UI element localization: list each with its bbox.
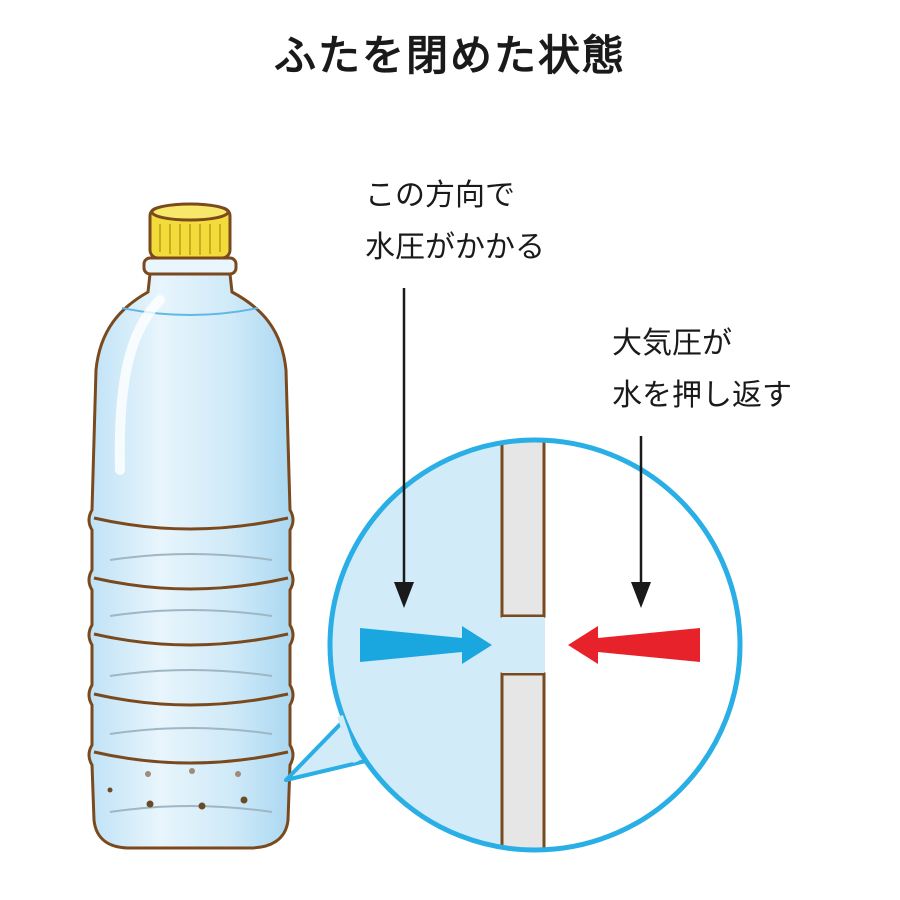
page-title: ふたを閉めた状態 bbox=[273, 31, 626, 80]
air-pressure-label-line-1: 大気圧が bbox=[612, 326, 732, 361]
bottle-ribs bbox=[93, 516, 289, 765]
bottle-neck-ring bbox=[142, 256, 238, 276]
water-pressure-label-line-2: 水圧がかかる bbox=[365, 230, 545, 265]
water-pressure-label-line-1: この方向で bbox=[365, 178, 515, 213]
magnifier-ring bbox=[327, 437, 743, 853]
bottle-wall-lower bbox=[500, 672, 546, 850]
bottle-cap bbox=[148, 202, 232, 260]
water-pressure-arrow bbox=[360, 626, 492, 664]
pet-bottle bbox=[87, 202, 295, 850]
bottle-wall-upper bbox=[500, 440, 546, 618]
water-label-pointer-arrow bbox=[394, 288, 414, 608]
bottle-water-line bbox=[121, 307, 259, 316]
air-label-pointer-arrow bbox=[631, 436, 651, 608]
bottle-rib-shadows bbox=[109, 553, 273, 813]
bottle-holes bbox=[107, 768, 248, 810]
bottle-highlight bbox=[114, 295, 165, 475]
air-pressure-label-line-2: 水を押し返す bbox=[612, 378, 792, 413]
wall-hole bbox=[502, 617, 544, 673]
bottle-body bbox=[87, 272, 295, 850]
water-pressure-label: この方向で 水圧がかかる bbox=[365, 170, 545, 274]
air-pressure-arrow bbox=[568, 626, 700, 664]
air-pressure-label: 大気圧が 水を押し返す bbox=[612, 318, 792, 422]
